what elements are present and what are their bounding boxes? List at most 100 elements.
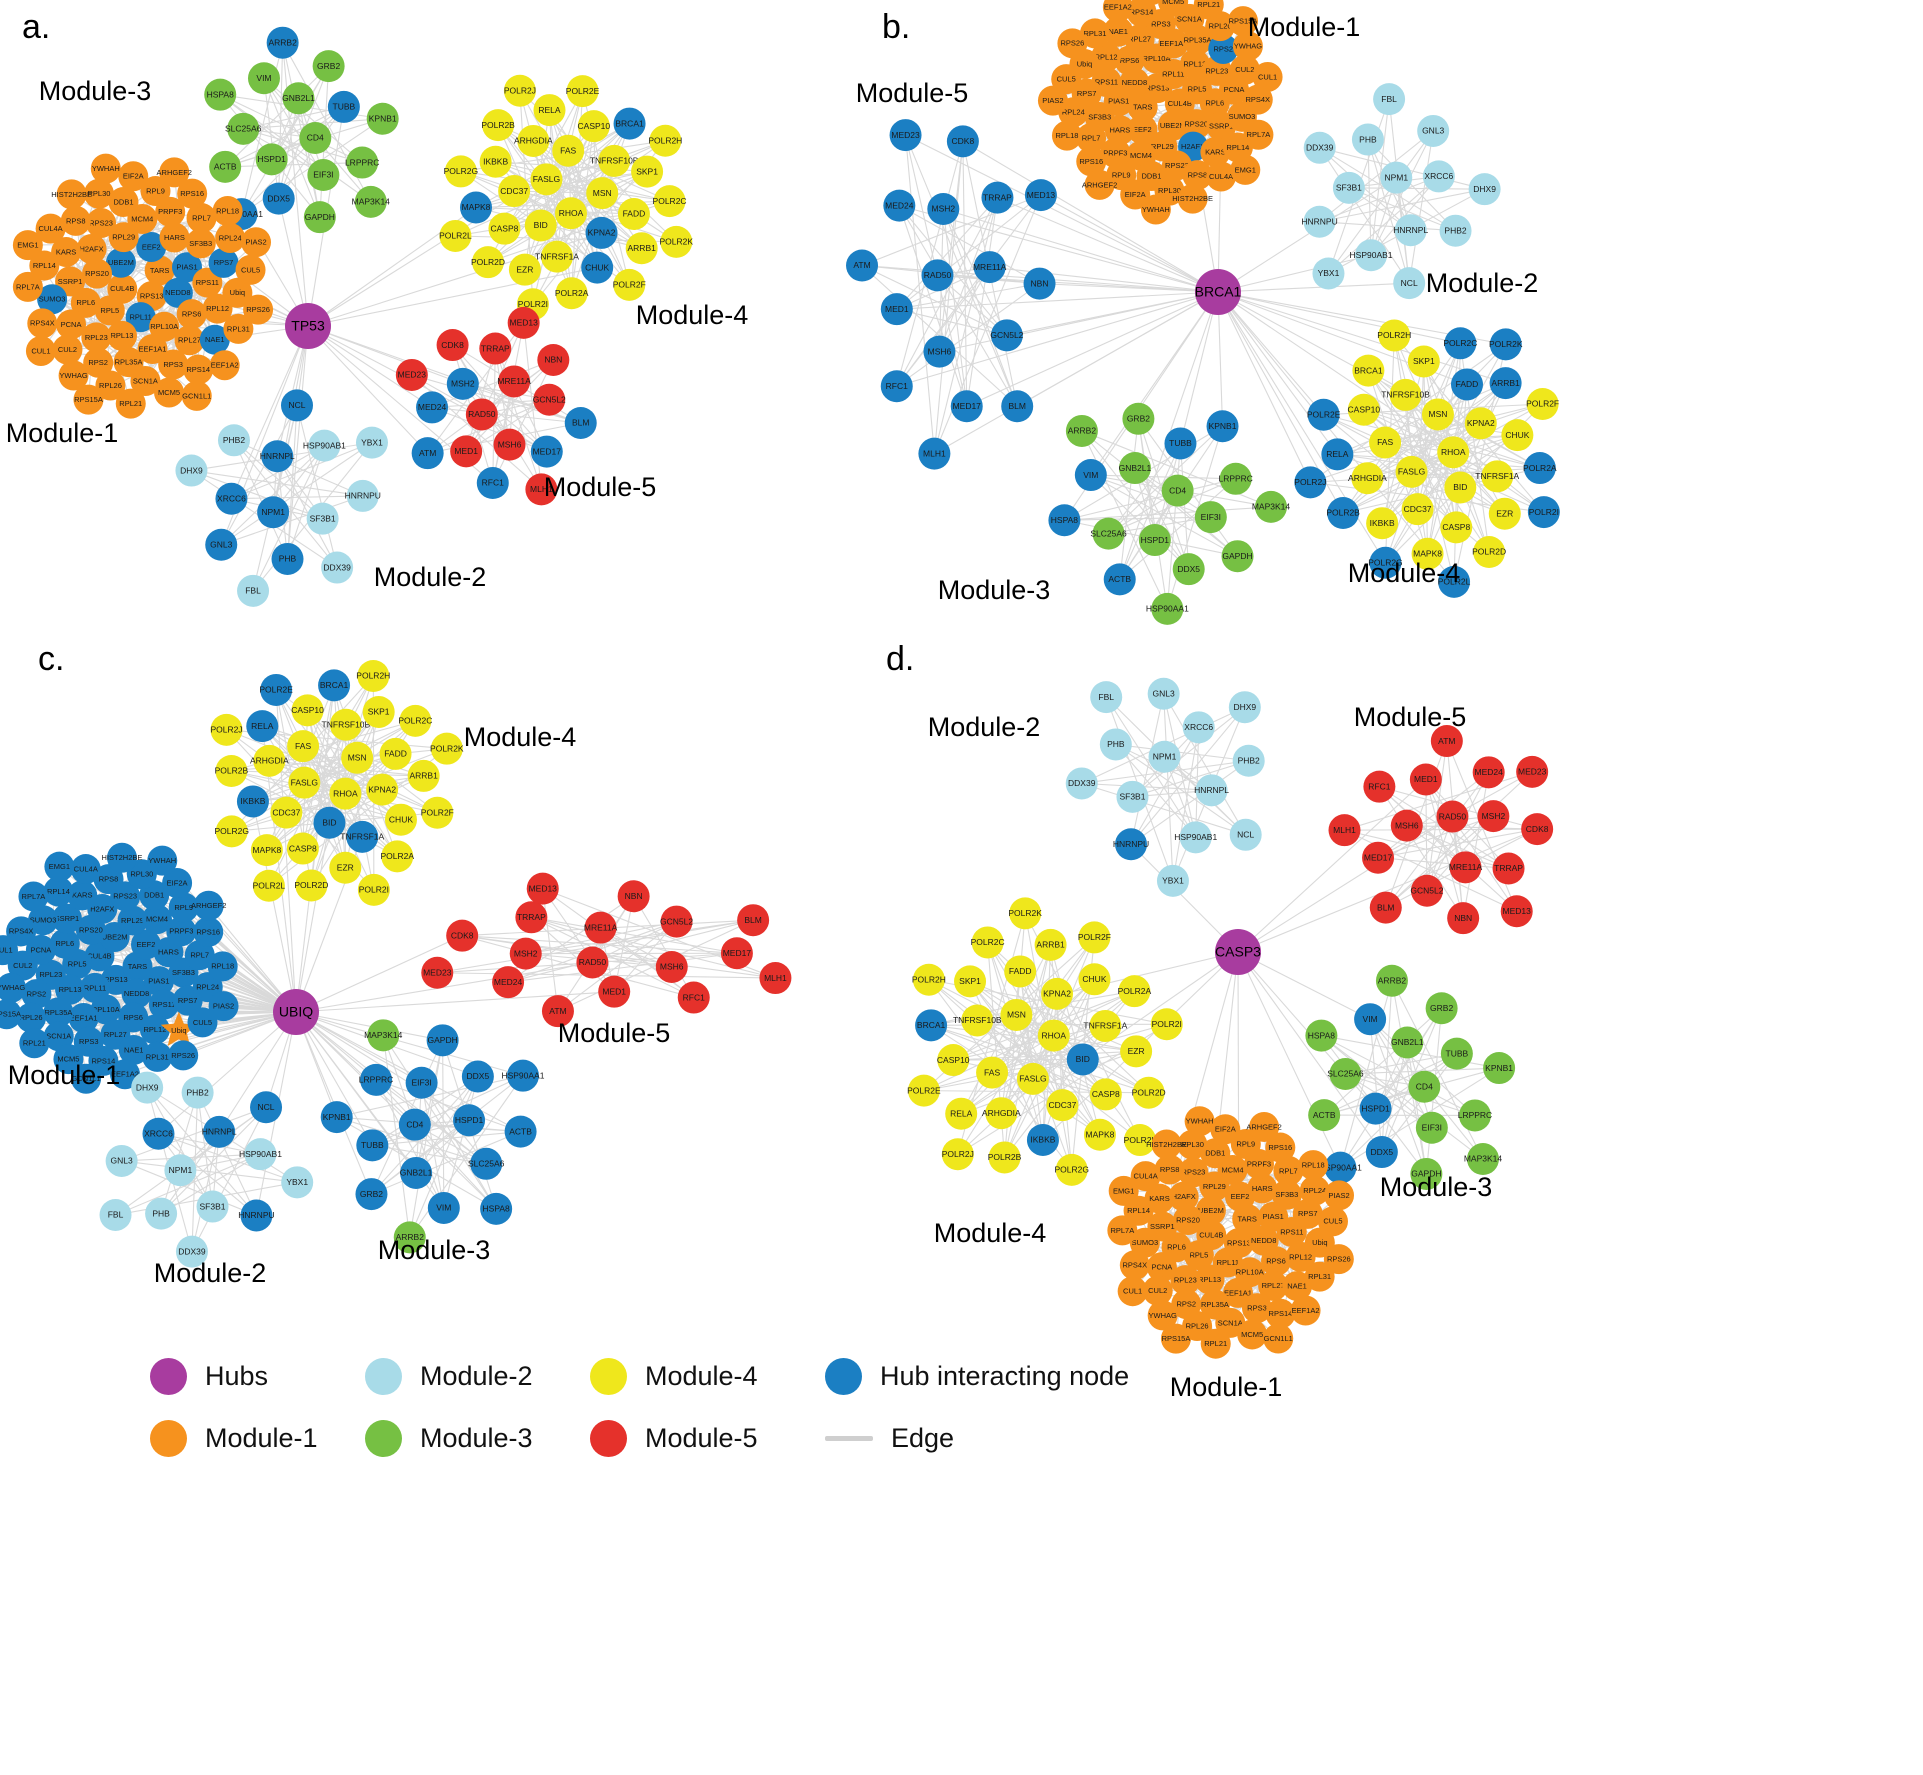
node-NAE1[interactable] (1103, 16, 1134, 47)
node-RPS15A[interactable] (1228, 6, 1258, 37)
node-MED13[interactable] (507, 306, 540, 339)
node-BRCA1[interactable] (318, 669, 351, 702)
node-RHOA[interactable] (329, 777, 362, 810)
node-ARHGEF2[interactable] (1084, 169, 1115, 200)
node-ARRB1[interactable] (1489, 367, 1522, 400)
node-ARHGDIA[interactable] (517, 124, 550, 157)
node-MSH2[interactable] (927, 193, 960, 226)
node-LRPPRC[interactable] (360, 1063, 393, 1096)
node-ATM[interactable] (1430, 725, 1463, 758)
node-ACTB[interactable] (1103, 563, 1136, 596)
node-YBX1[interactable] (281, 1166, 314, 1199)
node-CUL4A[interactable] (35, 213, 66, 244)
node-NBN[interactable] (617, 880, 650, 913)
node-RPL13[interactable] (106, 320, 137, 351)
node-HARS[interactable] (159, 222, 190, 253)
node-MED1[interactable] (450, 435, 483, 468)
node-HNRNPU[interactable] (346, 479, 379, 512)
node-MED1[interactable] (880, 293, 913, 326)
node-MSH6[interactable] (655, 950, 688, 983)
node-RPL7[interactable] (186, 203, 217, 234)
node-GCN1L1[interactable] (181, 380, 212, 411)
node-RPL14[interactable] (29, 250, 60, 281)
node-RPL29[interactable] (117, 905, 148, 936)
node-EIF3I[interactable] (1194, 501, 1227, 534)
node-CASP8[interactable] (1440, 511, 1473, 544)
node-GRB2[interactable] (355, 1178, 388, 1211)
node-MED23[interactable] (395, 358, 428, 391)
node-POLR2B[interactable] (988, 1141, 1021, 1174)
node-CASP10[interactable] (937, 1044, 970, 1077)
node-SSRP1[interactable] (51, 903, 82, 934)
node-HIST2H2BE[interactable] (1177, 183, 1208, 214)
node-RELA[interactable] (945, 1097, 978, 1130)
node-CUL4A[interactable] (1130, 1161, 1161, 1192)
node-CDK8[interactable] (436, 329, 469, 362)
node-NBN[interactable] (1447, 902, 1480, 935)
node-MAPK8[interactable] (1411, 537, 1444, 570)
node-MSN[interactable] (341, 741, 374, 774)
node-RPS14[interactable] (183, 354, 214, 385)
node-POLR2A[interactable] (381, 840, 414, 873)
node-MCM5[interactable] (53, 1044, 84, 1075)
node-UBE2M[interactable] (1195, 1195, 1226, 1226)
node-MED17[interactable] (720, 937, 753, 970)
node-POLR2G[interactable] (215, 815, 248, 848)
node-RPS8[interactable] (1182, 160, 1213, 191)
node-HARS[interactable] (1247, 1173, 1278, 1204)
node-KPNB1[interactable] (366, 102, 399, 135)
node-MAP3K14[interactable] (354, 185, 387, 218)
node-CUL4A[interactable] (1206, 161, 1237, 192)
node-CHUK[interactable] (1501, 419, 1534, 452)
node-RPL14[interactable] (43, 876, 74, 907)
node-NBN[interactable] (537, 343, 570, 376)
node-HSPA8[interactable] (204, 78, 237, 111)
node-MAP3K14[interactable] (367, 1019, 400, 1052)
node-HSPD1[interactable] (453, 1104, 486, 1137)
node-POLR2I[interactable] (357, 873, 390, 906)
node-MED17[interactable] (530, 435, 563, 468)
node-RPL30[interactable] (83, 178, 114, 209)
node-GRB2[interactable] (1425, 992, 1458, 1025)
node-MSN[interactable] (1421, 398, 1454, 431)
node-MSH6[interactable] (923, 335, 956, 368)
node-MED24[interactable] (883, 189, 916, 222)
node-TUBB[interactable] (1440, 1037, 1473, 1070)
node-RPS26[interactable] (1323, 1244, 1354, 1275)
node-PIAS1[interactable] (172, 252, 203, 283)
node-KARS[interactable] (51, 237, 82, 268)
node-RPL18[interactable] (207, 951, 238, 982)
node-RPS8[interactable] (60, 205, 91, 236)
node-XRCC6[interactable] (142, 1117, 175, 1150)
node-RHOA[interactable] (1437, 436, 1470, 469)
node-RELA[interactable] (1321, 438, 1354, 471)
node-RPS3[interactable] (158, 349, 189, 380)
node-RPS23[interactable] (1178, 1157, 1209, 1188)
node-RPS4X[interactable] (6, 916, 37, 947)
node-HSPA8[interactable] (1048, 504, 1081, 537)
node-RPL7A[interactable] (12, 271, 43, 302)
node-RPL26[interactable] (95, 370, 126, 401)
node-MSH6[interactable] (493, 428, 526, 461)
node-POLR2B[interactable] (1327, 497, 1360, 530)
node-GNL3[interactable] (1147, 677, 1180, 710)
node-POLR2C[interactable] (399, 704, 432, 737)
node-GCN5L2[interactable] (533, 383, 566, 416)
node-TUBB[interactable] (356, 1129, 389, 1162)
node-VIM[interactable] (247, 62, 280, 95)
node-POLR2E[interactable] (260, 673, 293, 706)
node-RPL24[interactable] (215, 223, 246, 254)
node-DDB1[interactable] (1200, 1138, 1231, 1169)
node-EMG1[interactable] (1108, 1175, 1139, 1206)
node-CUL1[interactable] (0, 935, 19, 966)
node-VIM[interactable] (1074, 459, 1107, 492)
node-POLR2J[interactable] (503, 74, 536, 107)
node-CD4[interactable] (1161, 474, 1194, 507)
node-RPS15A[interactable] (73, 384, 104, 415)
hub-TP53[interactable] (285, 303, 331, 349)
node-IKBKB[interactable] (1366, 507, 1399, 540)
node-POLR2L[interactable] (439, 219, 472, 252)
node-GCN1L1[interactable] (71, 1063, 102, 1094)
node-MRE11A[interactable] (973, 251, 1006, 284)
node-RPL27[interactable] (174, 325, 205, 356)
